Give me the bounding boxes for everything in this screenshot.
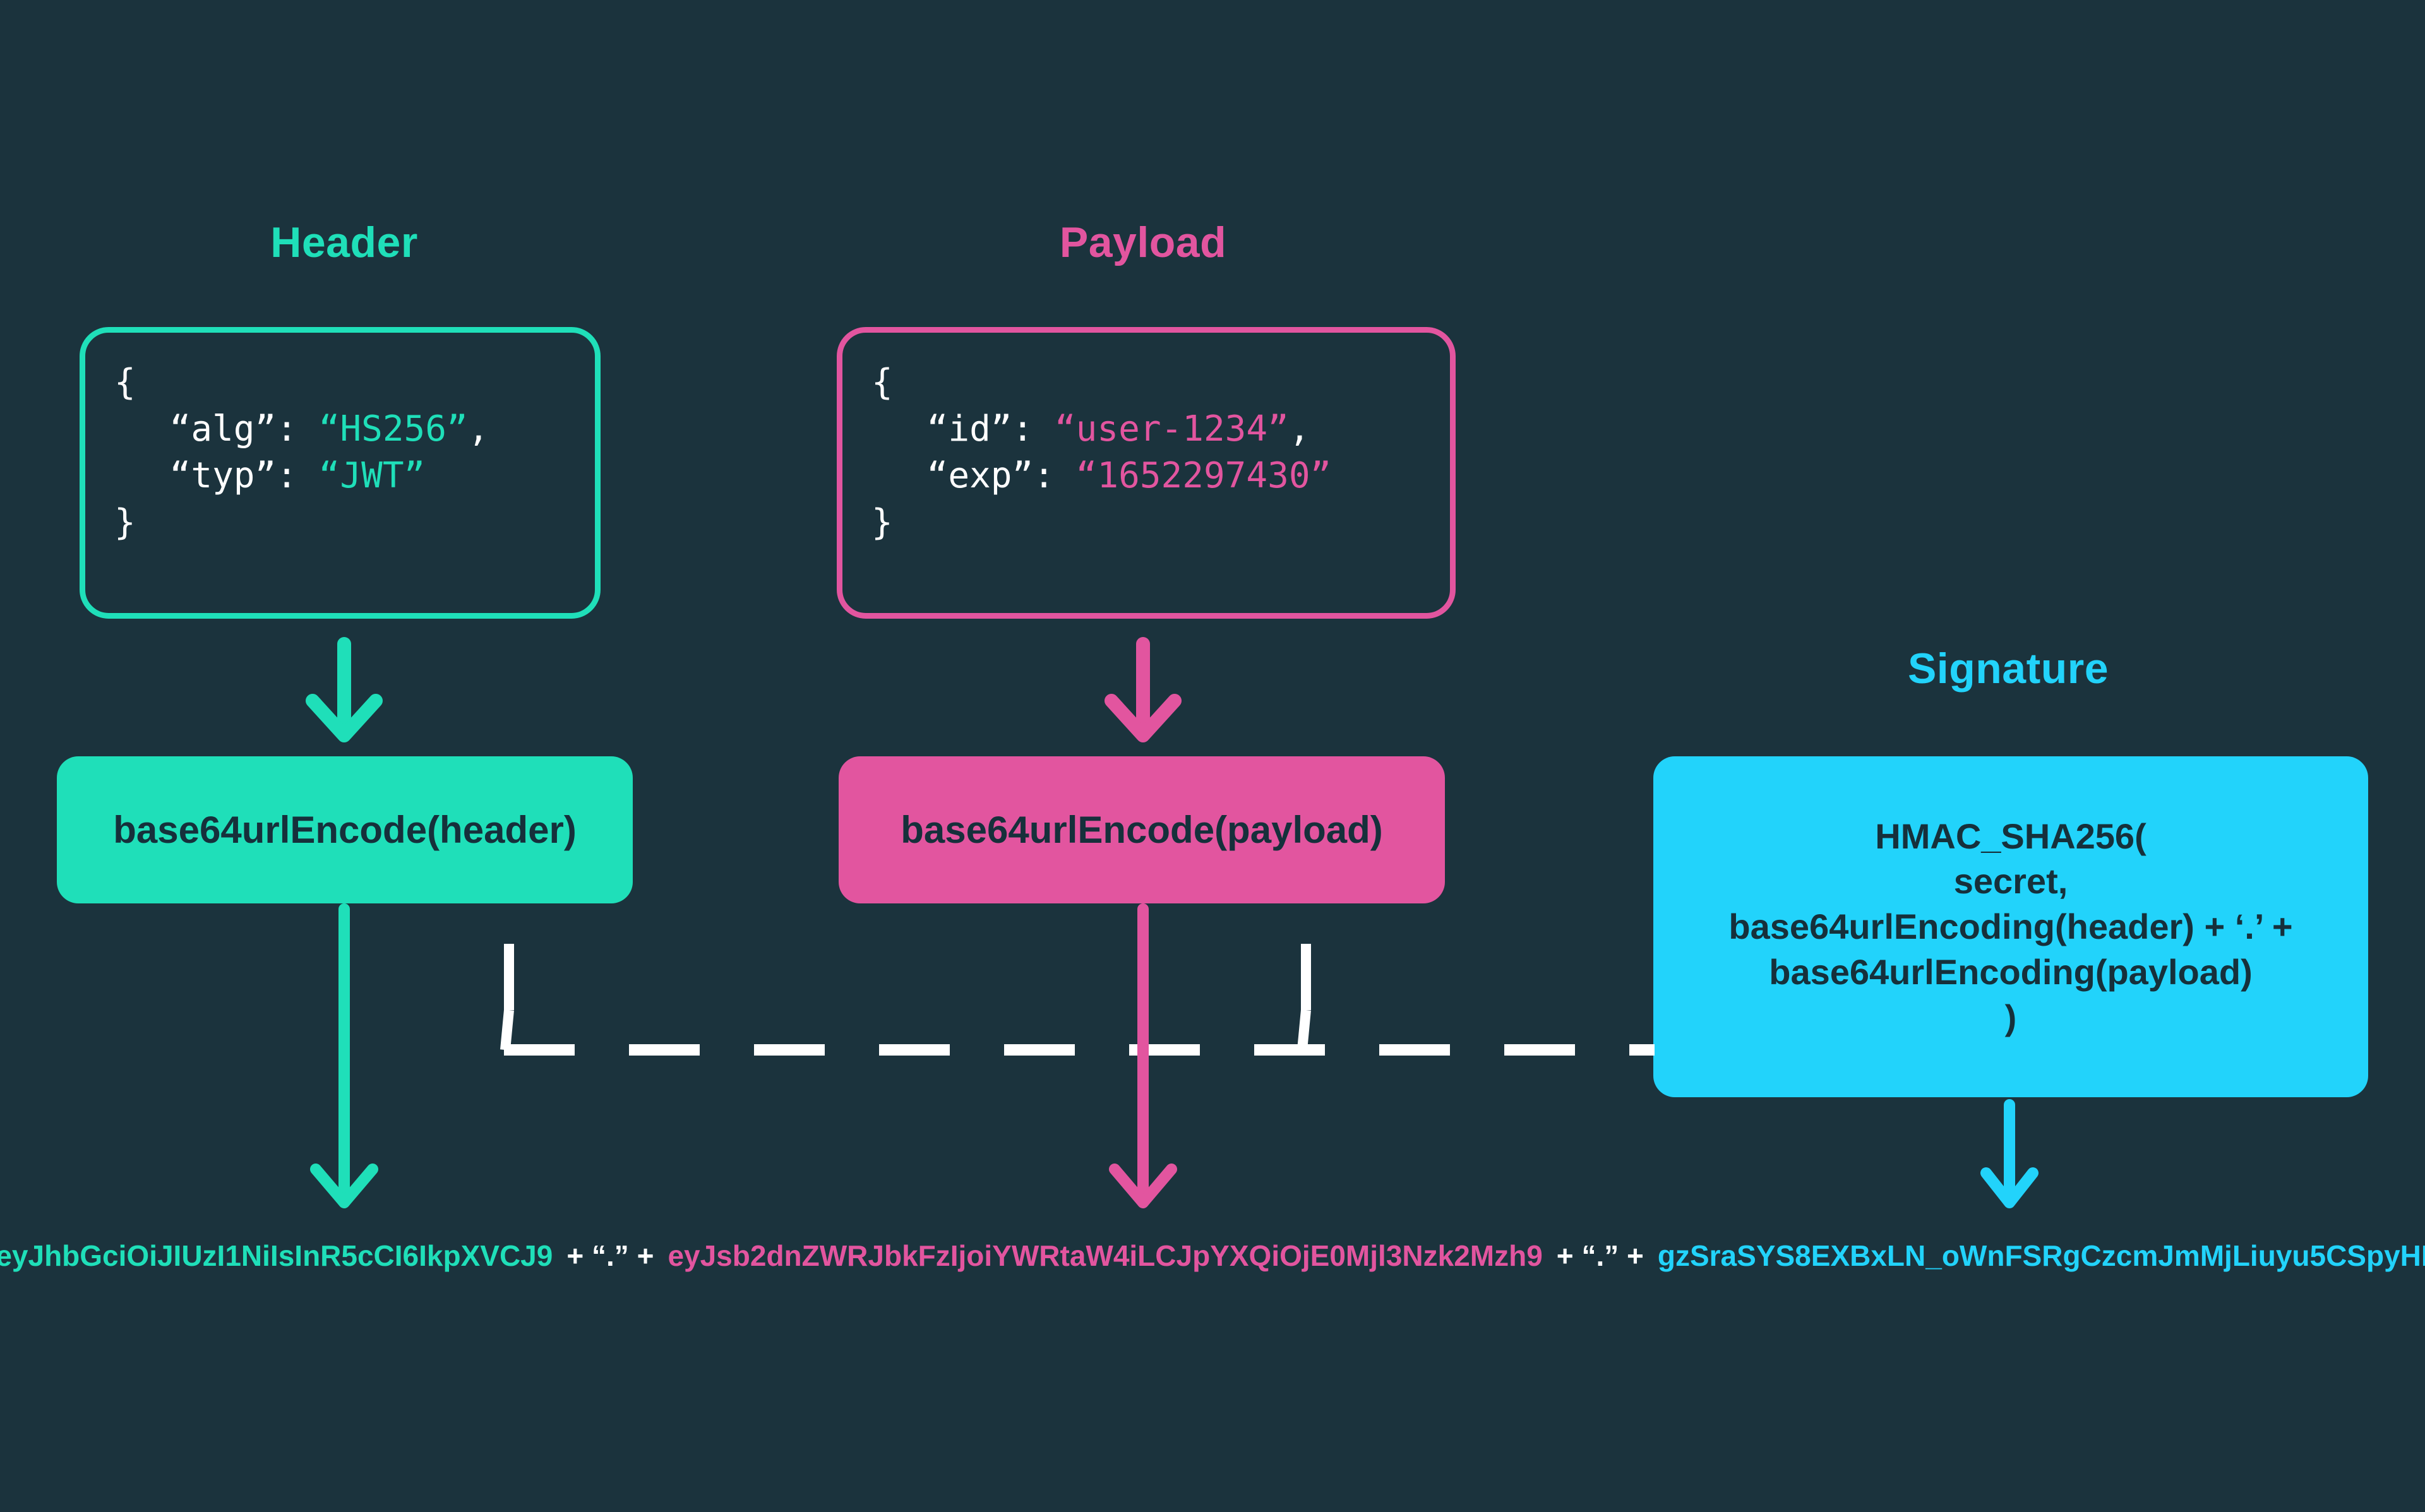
payload-json-value-exp: “1652297430” [1075,455,1332,496]
signature-line-2: secret, [1953,861,2068,902]
header-base64url-encode-box: base64urlEncode(header) [57,756,633,903]
jwt-token-strip: eyJhbGciOiJIUzI1NiIsInR5cCI6IkpXVCJ9 + “… [0,1239,2425,1273]
payload-json-box: { “id”: “user-1234”, “exp”: “1652297430”… [837,327,1456,619]
header-json-value-typ: “JWT” [318,455,426,496]
token-separator-1: + “.” + [566,1239,654,1272]
payload-token: eyJsb2dnZWRJbkFzIjoiYWRtaW4iLCJpYXQiOjE0… [668,1239,1543,1272]
signature-to-token-arrow [1980,1099,2039,1208]
signature-line-4: base64urlEncoding(payload) [1769,951,2253,992]
payload-base64url-encode-box: base64urlEncode(payload) [839,756,1445,903]
payload-json-row-exp: “exp”: “1652297430” [871,453,1421,499]
dashed-connector-to-signature [500,944,1655,1056]
payload-json-row-id: “id”: “user-1234”, [871,406,1421,453]
signature-line-1: HMAC_SHA256( [1875,816,2147,856]
header-json-row-typ: “typ”: “JWT” [114,453,566,499]
signature-token: gzSraSYS8EXBxLN_oWnFSRgCzcmJmMjLiuyu5CSp… [1657,1239,2425,1272]
payload-section-title: Payload [1059,218,1227,266]
payload-json-key-exp: “exp”: [926,455,1055,496]
header-json-row-alg: “alg”: “HS256”, [114,406,566,453]
payload-json-open-brace: { [871,362,893,403]
header-json-value-alg: “HS256” [318,408,468,449]
signature-line-5: ) [2004,997,2017,1037]
header-json-close-brace: } [114,501,136,543]
header-encode-to-token-arrow [310,903,378,1208]
payload-json-key-id: “id”: [926,408,1034,449]
header-section-title: Header [270,218,418,266]
header-json-comma-alg: , [467,408,489,449]
payload-encode-to-token-arrow [1109,903,1177,1208]
signature-section-title: Signature [1907,645,2109,693]
header-json-open-brace: { [114,362,136,403]
payload-json-value-id: “user-1234” [1054,408,1289,449]
payload-json-comma-id: , [1288,408,1310,449]
signature-hmac-box: HMAC_SHA256( secret, base64urlEncoding(h… [1653,756,2368,1097]
payload-json-close-brace: } [871,501,893,543]
payload-json-to-encode-arrow [1105,637,1182,742]
header-json-box: { “alg”: “HS256”, “typ”: “JWT” } [80,327,601,619]
header-json-to-encode-arrow [306,637,383,742]
header-token: eyJhbGciOiJIUzI1NiIsInR5cCI6IkpXVCJ9 [0,1239,553,1272]
token-separator-2: + “.” + [1556,1239,1644,1272]
header-json-key-alg: “alg”: [169,408,297,449]
signature-line-3: base64urlEncoding(header) + ‘.’ + [1728,907,2293,947]
header-json-key-typ: “typ”: [169,455,297,496]
